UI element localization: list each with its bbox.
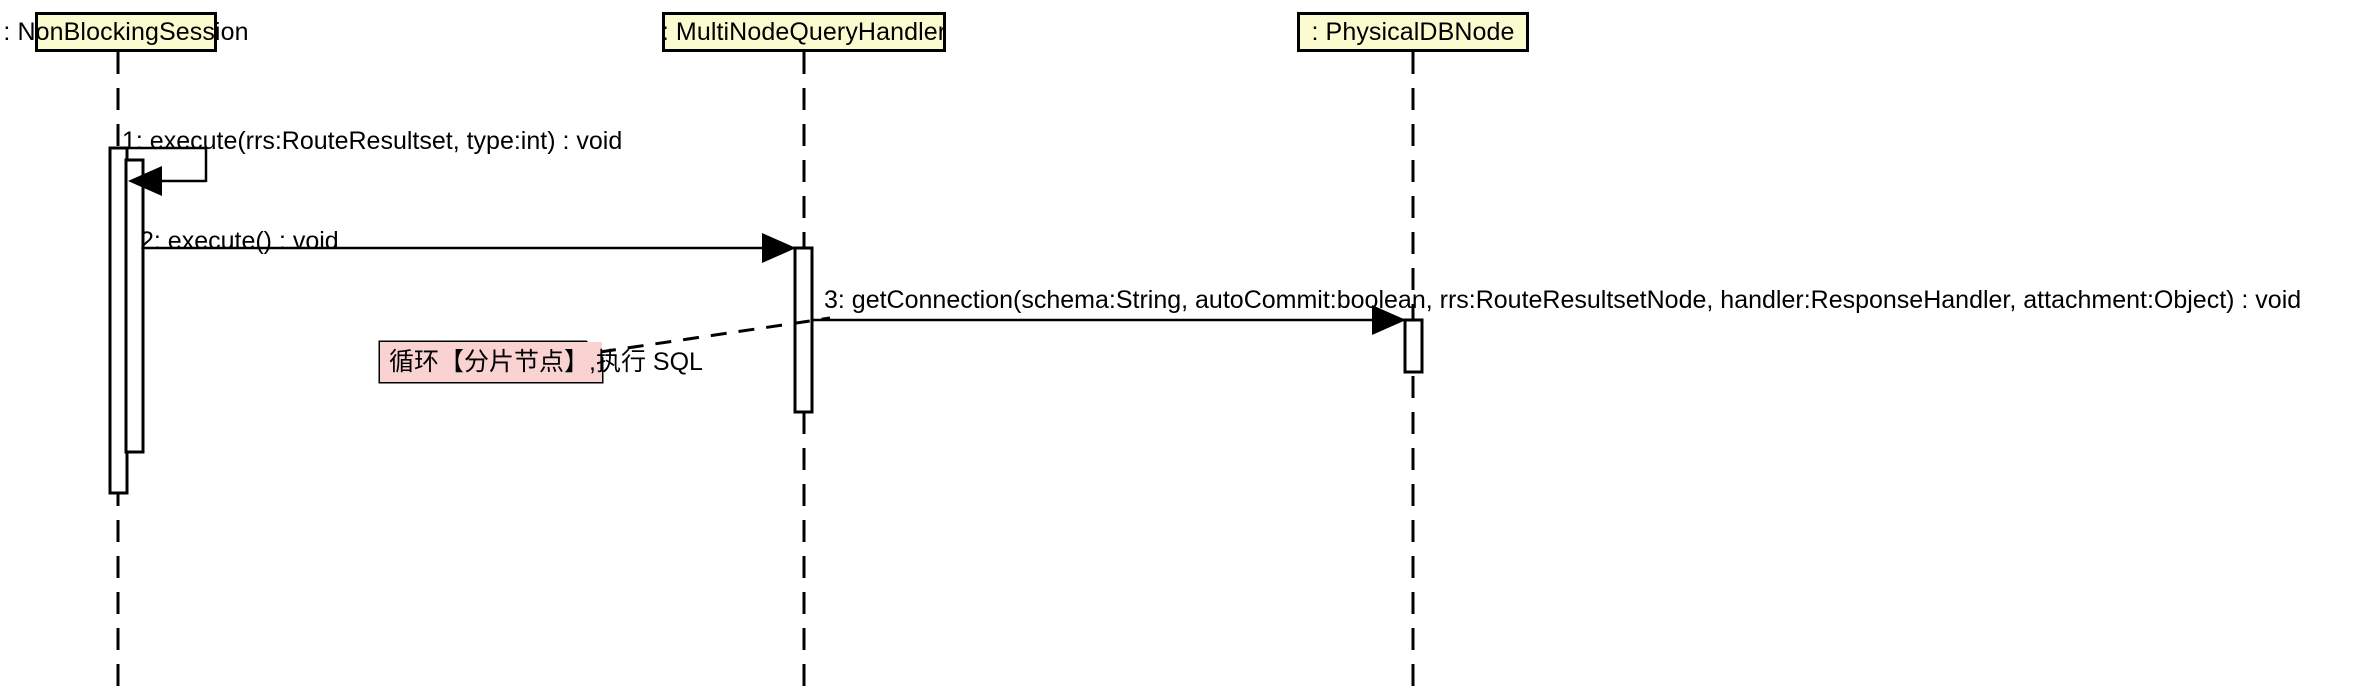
lifeline-header-label-nonblockingsession: : NonBlockingSession	[3, 17, 249, 46]
lifeline-header-label-multinodequeryhandler: : MultiNodeQueryHandler	[661, 17, 947, 46]
message-label-1: 1: execute(rrs:RouteResultset, type:int)…	[122, 127, 623, 155]
note-text-loop-shard-note: 循环【分片节点】,执行 SQL	[389, 347, 703, 376]
lifeline-header-label-physicaldbnode: : PhysicalDBNode	[1311, 17, 1515, 46]
message-label-2: 2: execute() : void	[140, 227, 339, 255]
activation-bar-physicaldbnode	[1403, 318, 1424, 374]
activation-bar-nonblockingsession-outer	[108, 146, 129, 495]
note-connector-dashed	[599, 316, 831, 354]
lifeline-header-physicaldbnode[interactable]: : PhysicalDBNode	[1297, 12, 1529, 52]
activation-bar-multinodequeryhandler	[793, 246, 814, 414]
lifeline-header-nonblockingsession[interactable]: : NonBlockingSession	[3, 12, 249, 52]
lifeline-header-multinodequeryhandler[interactable]: : MultiNodeQueryHandler	[662, 12, 946, 52]
message-label-3: 3: getConnection(schema:String, autoComm…	[824, 286, 2302, 314]
activation-bars	[108, 146, 1424, 495]
activation-bar-nonblockingsession-inner	[124, 158, 145, 454]
note-loop-shard-note[interactable]: 循环【分片节点】,执行 SQL	[380, 342, 703, 382]
message-1-self-call-arrow	[126, 146, 208, 196]
message-3-call-arrow	[811, 305, 1406, 335]
message-2-call-arrow	[142, 233, 796, 263]
